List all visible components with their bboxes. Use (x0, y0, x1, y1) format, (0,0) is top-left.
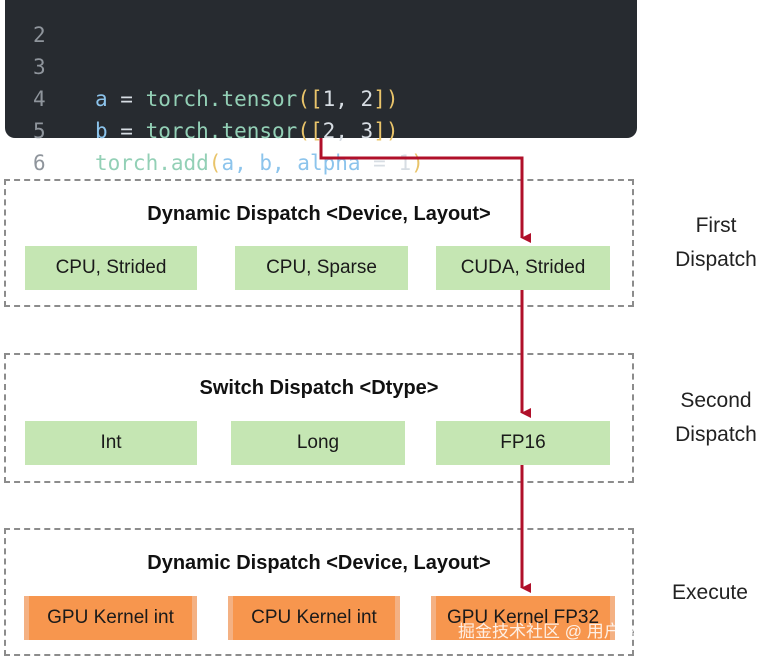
group-title: Switch Dispatch <Dtype> (199, 377, 439, 399)
code-function: torch.tensor (145, 119, 298, 143)
side-label-first-dispatch: First Dispatch (660, 209, 772, 277)
code-line-5: 5 torch.add(a, b, alpha = 1) (5, 83, 424, 175)
code-line-4: 4 b = torch.tensor([2, 3]) (5, 51, 398, 143)
code-operator: = (107, 119, 146, 143)
group-title: Dynamic Dispatch <Device, Layout> (147, 203, 491, 225)
side-label-line: Execute (672, 581, 748, 604)
second-dispatch-group: Switch Dispatch <Dtype> Int Long FP16 (4, 353, 634, 483)
code-bracket: ]) (373, 119, 399, 143)
code-values: 2, 3 (322, 119, 374, 143)
dispatch-box-long: Long (231, 421, 405, 465)
code-bracket: ]) (373, 87, 399, 111)
code-operator: = (107, 87, 146, 111)
side-label-execute: Execute (654, 576, 766, 610)
side-label-line: Second (680, 389, 752, 412)
code-bracket: ([ (297, 119, 323, 143)
code-var: a (95, 87, 108, 111)
code-args: a, b, alpha (221, 151, 361, 175)
kernel-box-gpu-fp32: GPU Kernel FP32 (431, 596, 615, 640)
code-panel: 2 3 a = torch.tensor([1, 2]) 4 b = torch… (5, 0, 637, 175)
code-bracket: ( (208, 151, 222, 175)
side-label-second-dispatch: Second Dispatch (660, 384, 772, 452)
side-label-line: Dispatch (675, 423, 757, 446)
kernel-box-gpu-int: GPU Kernel int (24, 596, 197, 640)
dispatch-box-cpu-sparse: CPU, Sparse (235, 246, 408, 290)
kernel-box-cpu-int: CPU Kernel int (228, 596, 400, 640)
watermark: 掘金技术社区 @ 用户749220780005 (458, 622, 735, 641)
line-number: 4 (33, 87, 46, 111)
dispatch-box-cpu-strided: CPU, Strided (25, 246, 197, 290)
code-bracket: ([ (297, 87, 323, 111)
execute-group: Dynamic Dispatch <Device, Layout> GPU Ke… (4, 528, 634, 656)
side-label-line: Dispatch (675, 248, 757, 271)
code-line-6: 6 (5, 115, 56, 175)
line-number: 5 (33, 119, 46, 143)
line-number: 2 (33, 23, 46, 47)
code-var: b (95, 119, 108, 143)
arrow-code-to-first-dispatch (319, 138, 531, 243)
group-title: Dynamic Dispatch <Device, Layout> (147, 552, 491, 574)
code-function: torch.add (95, 151, 209, 175)
dispatch-box-int: Int (25, 421, 197, 465)
dispatch-box-fp16: FP16 (436, 421, 610, 465)
line-number: 6 (33, 151, 46, 175)
side-label-line: First (695, 214, 737, 237)
code-line-3: 3 a = torch.tensor([1, 2]) (5, 19, 398, 111)
code-function: torch.tensor (145, 87, 298, 111)
dispatch-box-cuda-strided: CUDA, Strided (436, 246, 610, 290)
line-number: 3 (33, 55, 46, 79)
first-dispatch-group: Dynamic Dispatch <Device, Layout> CPU, S… (4, 179, 634, 307)
code-line-2: 2 (5, 0, 56, 47)
code-values: 1, 2 (322, 87, 374, 111)
